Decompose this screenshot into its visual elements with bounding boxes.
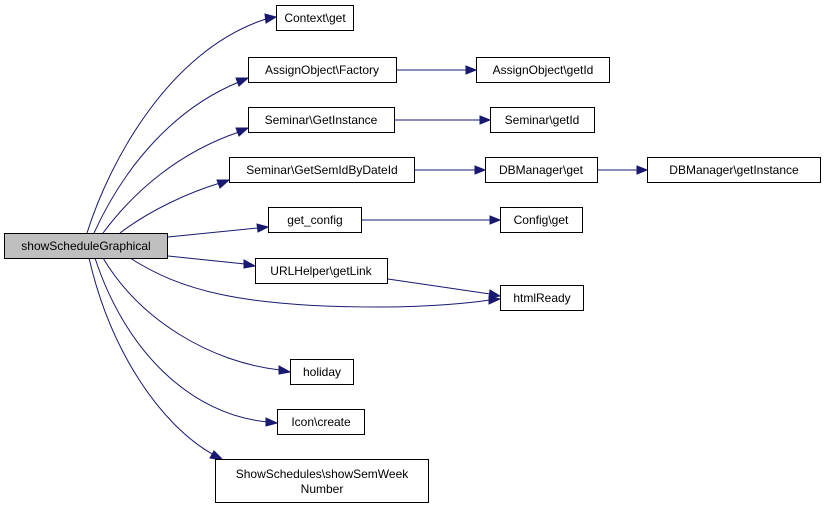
node-box-showsemweek xyxy=(215,459,429,503)
node-get-config[interactable]: get_config xyxy=(268,207,362,233)
node-urlhelper-getlink[interactable]: URLHelper\getLink xyxy=(255,258,388,284)
arrowhead-holiday xyxy=(278,365,292,375)
node-box-htmlready xyxy=(500,285,584,311)
edge-root-to-seminar-getsemid xyxy=(119,182,221,234)
node-box-dbmanager-getinstance xyxy=(647,157,821,183)
node-label-seminar-getid: Seminar\getId xyxy=(505,113,580,127)
node-box-assign-getid xyxy=(476,57,610,83)
arrowhead-seminar-getid xyxy=(479,115,492,125)
node-label-icon-create: Icon\create xyxy=(291,415,351,429)
node-label-assign-getid: AssignObject\getId xyxy=(493,63,594,77)
node-label-seminar-getinstance: Seminar\GetInstance xyxy=(265,113,378,127)
edge-root-to-context-get xyxy=(86,18,267,234)
node-context-get[interactable]: Context\get xyxy=(276,5,354,31)
node-box-icon-create xyxy=(277,409,365,435)
node-label-root: showScheduleGraphical xyxy=(21,239,150,253)
node-box-assign-factory xyxy=(248,57,397,83)
node-box-urlhelper-getlink xyxy=(255,258,388,284)
arrowhead-context-get xyxy=(264,13,278,24)
arrowhead-dbmanager-get xyxy=(474,165,487,175)
node-seminar-getinstance[interactable]: Seminar\GetInstance xyxy=(248,107,395,133)
node-show-schedule-graphical[interactable]: showScheduleGraphical xyxy=(4,233,168,259)
arrowhead-config-get xyxy=(489,215,502,225)
arrowhead-get-config xyxy=(256,223,270,233)
arrowhead-seminar-getinstance xyxy=(235,127,250,137)
node-label-get-config: get_config xyxy=(287,213,342,227)
node-label-dbmanager-getinstance: DBManager\getInstance xyxy=(669,163,799,177)
node-box-config-get xyxy=(500,207,583,233)
node-assign-object-factory[interactable]: AssignObject\Factory xyxy=(248,57,397,83)
node-label-dbmanager-get: DBManager\get xyxy=(499,163,584,177)
node-box-dbmanager-get xyxy=(485,157,598,183)
node-label-assign-factory: AssignObject\Factory xyxy=(265,63,379,77)
node-seminar-getsemidbydateid[interactable]: Seminar\GetSemIdByDateId xyxy=(229,157,415,183)
edge-urlhelper-to-htmlready xyxy=(387,278,491,295)
edge-root-to-icon-create xyxy=(94,257,269,423)
arrowhead-assign-getid xyxy=(465,65,478,75)
node-box-seminar-getid xyxy=(490,107,595,133)
node-label-holiday: holiday xyxy=(303,365,341,379)
node-label-showsemweek-line1: ShowSchedules\showSemWeek xyxy=(236,467,410,481)
node-dbmanager-getinstance[interactable]: DBManager\getInstance xyxy=(647,157,821,183)
edges xyxy=(86,13,649,461)
nodes: showScheduleGraphical Context\get Assign… xyxy=(4,5,821,503)
node-showschedules-showsemweeknumber[interactable]: ShowSchedules\showSemWeek Number xyxy=(215,459,429,503)
node-box-root xyxy=(4,233,168,259)
node-label-urlhelper-getlink: URLHelper\getLink xyxy=(270,264,372,278)
node-box-context-get xyxy=(276,5,354,31)
node-box-seminar-getsemid xyxy=(229,157,415,183)
node-label-showsemweek-line2: Number xyxy=(301,482,344,496)
arrowhead-seminar-getsemid xyxy=(216,179,231,189)
arrowhead-assign-factory xyxy=(235,77,250,87)
node-config-get[interactable]: Config\get xyxy=(500,207,583,233)
edge-root-to-get-config xyxy=(167,227,259,238)
edge-root-to-assign-factory xyxy=(93,81,240,234)
node-box-seminar-getinstance xyxy=(248,107,395,133)
node-htmlready[interactable]: htmlReady xyxy=(500,285,584,311)
node-seminar-getid[interactable]: Seminar\getId xyxy=(490,107,595,133)
arrowhead-htmlready-from-urlhelper xyxy=(488,289,502,299)
node-dbmanager-get[interactable]: DBManager\get xyxy=(485,157,598,183)
arrowhead-showsemweek xyxy=(209,450,225,461)
node-label-config-get: Config\get xyxy=(514,213,569,227)
arrowhead-dbmanager-getinstance xyxy=(636,165,649,175)
edge-root-to-urlhelper-getlink xyxy=(167,255,246,265)
node-box-get-config xyxy=(268,207,362,233)
arrowhead-icon-create xyxy=(265,417,279,427)
edge-root-to-showsemweek xyxy=(88,257,215,456)
node-label-htmlready: htmlReady xyxy=(513,291,570,305)
node-holiday[interactable]: holiday xyxy=(290,359,354,385)
edge-root-to-holiday xyxy=(102,257,281,371)
node-label-context-get: Context\get xyxy=(284,11,346,25)
node-icon-create[interactable]: Icon\create xyxy=(277,409,365,435)
node-assign-object-getid[interactable]: AssignObject\getId xyxy=(476,57,610,83)
node-label-seminar-getsemid: Seminar\GetSemIdByDateId xyxy=(246,163,397,177)
edge-root-to-seminar-getinstance xyxy=(102,131,240,234)
arrowhead-urlhelper-getlink xyxy=(243,259,257,269)
edge-root-to-htmlready xyxy=(129,257,491,308)
node-box-holiday xyxy=(290,359,354,385)
